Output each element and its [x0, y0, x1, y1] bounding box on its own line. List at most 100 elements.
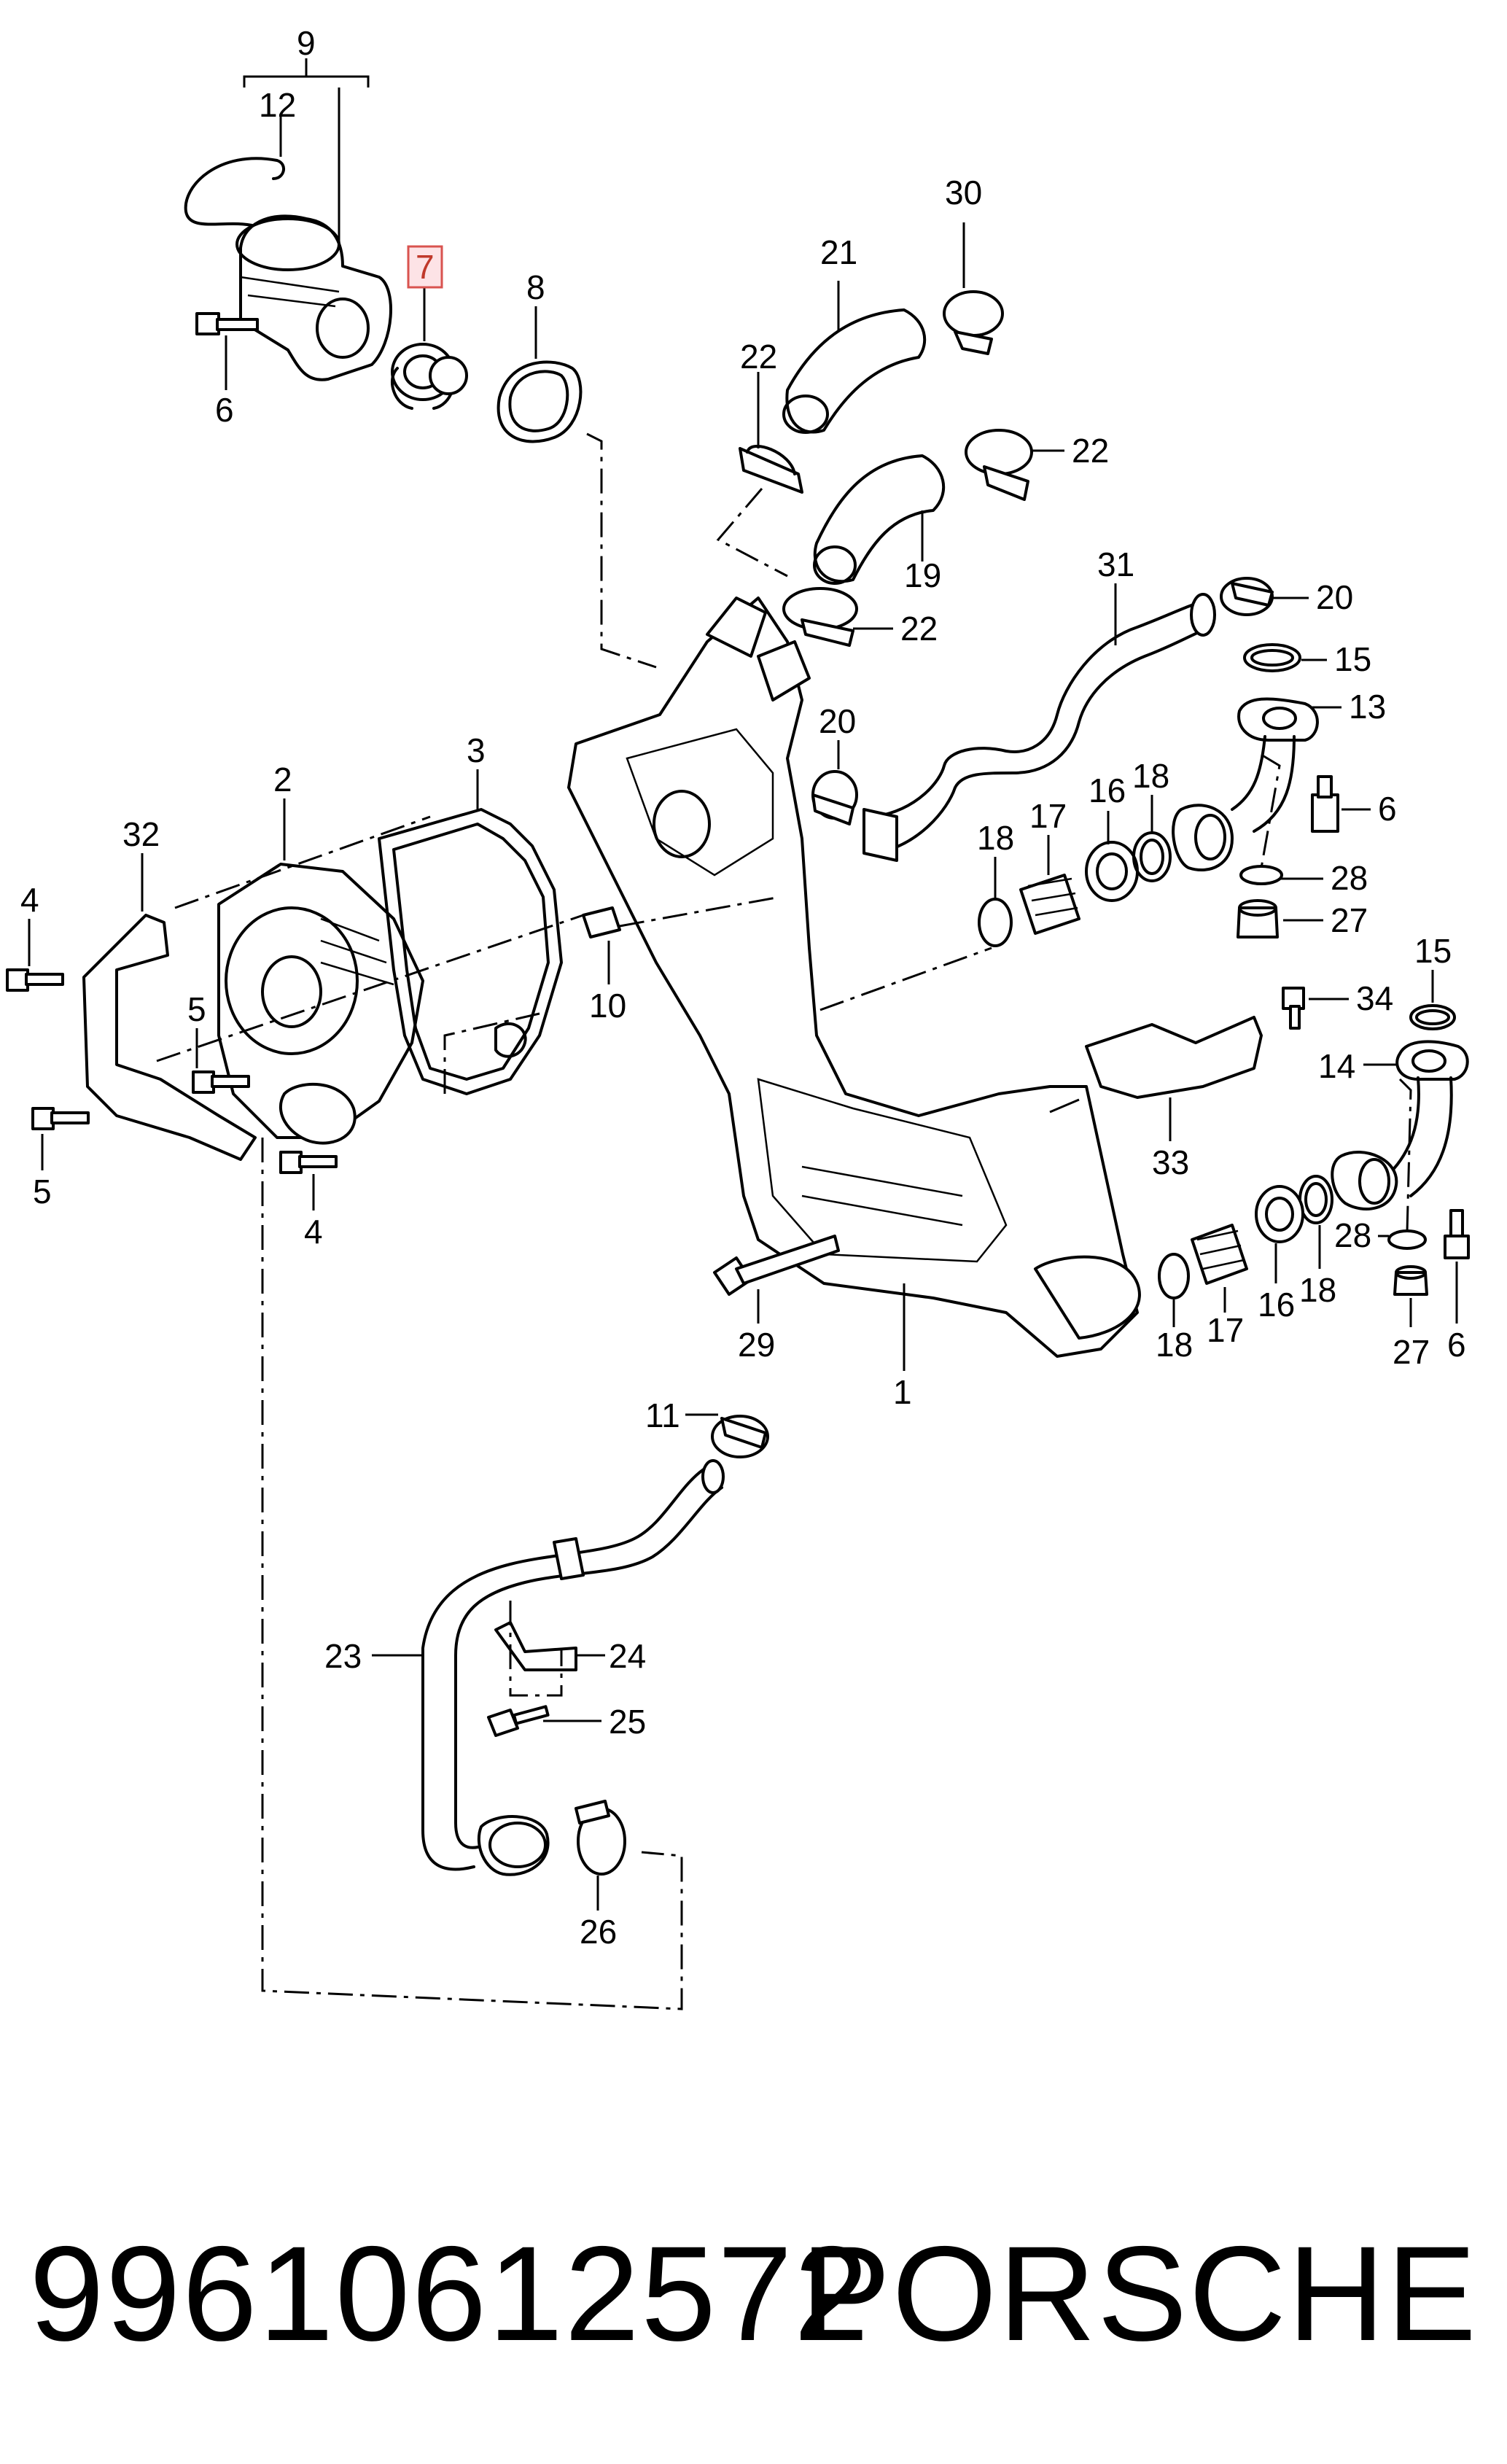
right-lower-group [1049, 970, 1470, 1327]
callout-33: 33 [1152, 1143, 1189, 1181]
callout-30: 30 [945, 174, 982, 211]
callout-9: 9 [297, 24, 316, 62]
callout-22b: 22 [1072, 432, 1109, 470]
bolt-29 [713, 1235, 840, 1324]
hose-clamp-22b [965, 429, 1064, 501]
water-pump-2 [217, 798, 424, 1145]
heat-shield-32 [82, 853, 257, 1161]
hose-clamp-20a [1220, 577, 1309, 616]
plug-27b [1393, 1265, 1428, 1327]
gasket-8 [497, 306, 583, 443]
callout-8: 8 [526, 268, 545, 306]
coolant-housing-1 [567, 596, 1141, 1371]
callout-26: 26 [580, 1913, 617, 1951]
thermostat-housing-group [184, 58, 657, 669]
bolt-34 [1282, 987, 1349, 1030]
pump-gasket-3 [378, 769, 563, 1095]
callout-17b: 17 [1207, 1311, 1244, 1349]
callout-18b: 18 [1132, 757, 1169, 795]
bolt-6 [195, 312, 259, 390]
o-ring-18a [978, 857, 1013, 947]
bolt-5a [192, 1028, 250, 1094]
callout-27b: 27 [1393, 1333, 1430, 1371]
callout-7: 7 [416, 248, 435, 286]
bolt-4a [6, 919, 64, 992]
hose-31 [862, 583, 1216, 862]
callout-23: 23 [324, 1637, 362, 1675]
thermostat-7 [390, 288, 468, 410]
brand-name: PORSCHE [801, 2219, 1478, 2369]
flange-pipe-13 [1231, 697, 1341, 833]
callout-3: 3 [467, 731, 486, 769]
o-ring-18c [1158, 1253, 1190, 1327]
seal-28a [1239, 865, 1323, 885]
callout-13: 13 [1349, 688, 1386, 726]
callout-17a: 17 [1029, 797, 1067, 835]
callout-10: 10 [589, 987, 626, 1025]
callout-22a: 22 [740, 338, 777, 376]
callout-5a: 5 [187, 990, 206, 1028]
hose-19 [813, 454, 946, 585]
callout-1: 1 [893, 1373, 912, 1411]
bolt-5b [31, 1107, 90, 1170]
o-ring-15a [1243, 643, 1327, 672]
thermostat-housing-9 [239, 214, 392, 381]
callout-5b: 5 [33, 1173, 52, 1210]
callout-15a: 15 [1334, 640, 1371, 678]
lower-hose-group [372, 1413, 769, 1911]
callout-25: 25 [609, 1703, 646, 1741]
bracket-33 [1085, 1016, 1263, 1141]
hose-21 [782, 281, 927, 434]
coolant-pipe-23 [372, 1459, 725, 1876]
bolt-6b [1311, 775, 1371, 833]
callout-2: 2 [273, 761, 292, 798]
callout-12: 12 [259, 86, 296, 124]
o-ring-18d [1298, 1175, 1333, 1269]
bolt-6c [1444, 1209, 1470, 1324]
upper-hoses-group [716, 222, 1064, 647]
plug-27a [1237, 899, 1323, 938]
callout-20b: 20 [819, 702, 856, 740]
hose-clamp-22c [782, 587, 893, 647]
coupling-10 [582, 906, 621, 984]
callout-16a: 16 [1089, 772, 1126, 809]
callout-18c: 18 [1156, 1326, 1193, 1364]
hose-clamp-30 [943, 222, 1004, 355]
callout-21: 21 [820, 233, 857, 271]
callout-16b: 16 [1258, 1286, 1295, 1324]
o-ring-18b [1132, 795, 1172, 882]
hose-clamp-26 [575, 1800, 626, 1911]
callout-29: 29 [738, 1326, 775, 1364]
callout-19: 19 [904, 556, 941, 594]
callout-34: 34 [1356, 979, 1393, 1017]
seal-28b [1378, 1229, 1427, 1250]
seal-16a [1085, 811, 1139, 902]
callout-4a: 4 [20, 881, 39, 919]
callout-18a: 18 [977, 819, 1014, 857]
callout-24: 24 [609, 1637, 646, 1675]
bracket-24 [494, 1621, 605, 1671]
part-number: 99610612572 [29, 2219, 871, 2369]
right-upper-group [811, 577, 1371, 947]
bellows-17b [1191, 1224, 1248, 1313]
callout-32: 32 [122, 815, 160, 853]
bolt-25 [487, 1705, 601, 1737]
callout-20a: 20 [1316, 578, 1353, 616]
hose-clamp-20b [811, 740, 858, 825]
callout-6c: 6 [1447, 1326, 1466, 1364]
callout-4b: 4 [304, 1213, 323, 1251]
callout-22c: 22 [900, 610, 938, 648]
hose-clamp-11 [685, 1413, 769, 1458]
seal-16b [1255, 1185, 1304, 1283]
callout-6b: 6 [1378, 790, 1397, 828]
callout-18d: 18 [1299, 1271, 1336, 1309]
flange-pipe-14 [1363, 1040, 1469, 1197]
callout-15b: 15 [1414, 932, 1452, 970]
highlight-box-7 [407, 245, 443, 289]
bellows-17a [1019, 835, 1080, 935]
callout-6a: 6 [215, 391, 234, 429]
callout-27a: 27 [1331, 901, 1368, 939]
o-ring-15b [1409, 970, 1456, 1030]
callout-28a: 28 [1331, 859, 1368, 897]
